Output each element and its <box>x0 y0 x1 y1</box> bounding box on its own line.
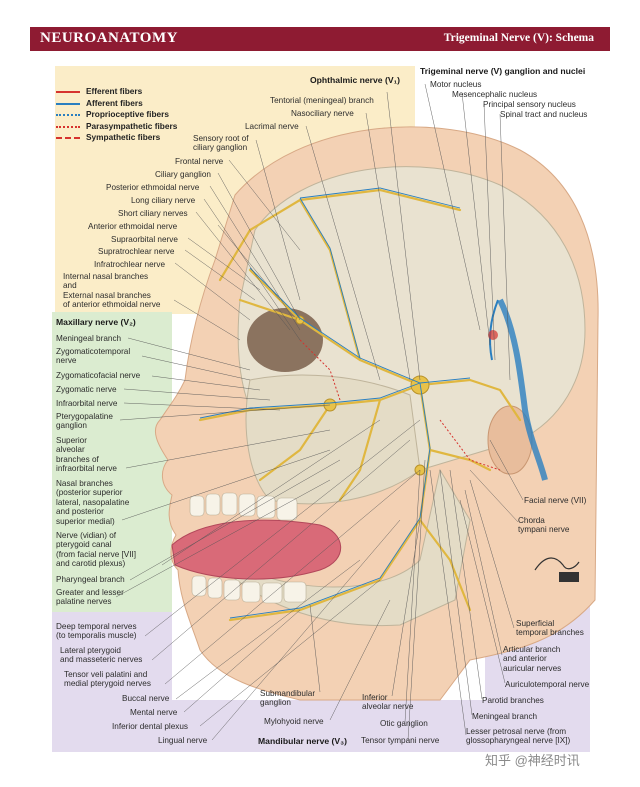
otic-ganglion-label: Otic ganglion <box>380 719 428 728</box>
mental-nerve-label: Mental nerve <box>130 708 178 717</box>
chorda-tympani-label: Chorda tympani nerve <box>518 516 570 535</box>
inferior-alveolar-label: Inferior alveolar nerve <box>362 693 414 712</box>
section-title: NEUROANATOMY <box>40 30 178 46</box>
afferent-fibers <box>199 187 471 619</box>
tentorial-branch-label: Tentorial (meningeal) branch <box>270 96 374 105</box>
leader-lines <box>115 83 524 741</box>
legend-swatch <box>56 91 80 93</box>
frontal-nerve-label: Frontal nerve <box>175 157 224 166</box>
inferior-dental-plexus-label: Inferior dental plexus <box>112 722 189 731</box>
meningeal-branch-v3-label: Meningeal branch <box>472 712 538 721</box>
superficial-temporal-label: Superficial temporal branches <box>516 619 584 638</box>
mylohyoid-nerve-label: Mylohyoid nerve <box>264 717 324 726</box>
header-bar: NEUROANATOMY Trigeminal Nerve (V): Schem… <box>30 27 610 51</box>
long-ciliary-label: Long ciliary nerve <box>131 196 196 205</box>
supraorbital-label: Supraorbital nerve <box>111 235 178 244</box>
articular-auricular-label: Articular branch and anterior auricular … <box>503 645 562 673</box>
superior-alveolar-label: Superior alveolar branches of infraorbit… <box>56 436 117 474</box>
legend-swatch <box>56 125 80 128</box>
upper-teeth <box>189 492 298 521</box>
short-ciliary-label: Short ciliary nerves <box>118 209 188 218</box>
lacrimal-nerve-label: Lacrimal nerve <box>245 122 299 131</box>
sensory-root-ciliary-label: Sensory root of ciliary ganglion <box>193 134 249 153</box>
motor-nucleus-label: Motor nucleus <box>430 80 482 89</box>
nasociliary-nerve-label: Nasociliary nerve <box>291 109 354 118</box>
auriculotemporal-label: Auriculotemporal nerve <box>505 680 590 689</box>
palatine-nerves-label: Greater and lesser palatine nerves <box>56 588 124 607</box>
spinal-tract-nucleus <box>497 298 548 481</box>
parotid-branches-label: Parotid branches <box>482 696 544 705</box>
ophthalmic-nerve-label: Ophthalmic nerve (V₁) <box>310 75 400 85</box>
nasal-branches-v2-label: Nasal branches (posterior superior later… <box>56 479 130 526</box>
deep-temporal-label: Deep temporal nerves (to temporalis musc… <box>56 622 137 641</box>
zygomaticofacial-label: Zygomaticofacial nerve <box>56 371 141 380</box>
legend-label: Sympathetic fibers <box>86 132 161 142</box>
legend-label: Parasympathetic fibers <box>86 120 178 131</box>
ganglion-nuclei-title: Trigeminal nerve (V) ganglion and nuclei <box>420 66 586 76</box>
mandibular-nerve-label: Mandibular nerve (V₃) <box>258 736 347 746</box>
supratrochlear-label: Supratrochlear nerve <box>98 247 175 256</box>
mesencephalic-nucleus <box>489 299 499 361</box>
infratrochlear-label: Infratrochlear nerve <box>94 260 165 269</box>
artist-signature <box>534 557 580 582</box>
legend-label: Afferent fibers <box>86 97 143 108</box>
legend-swatch <box>56 102 80 105</box>
legend-swatch <box>56 114 80 116</box>
pharyngeal-branch-label: Pharyngeal branch <box>56 575 125 584</box>
infraorbital-label: Infraorbital nerve <box>56 399 118 408</box>
figure-title: Trigeminal Nerve (V): Schema <box>443 32 594 44</box>
orbit <box>247 308 323 372</box>
legend-label: Efferent fibers <box>86 86 143 96</box>
anterior-ethmoidal-label: Anterior ethmoidal nerve <box>88 222 178 231</box>
tensor-veli-palatini-label: Tensor veli palatini and medial pterygoi… <box>64 670 151 689</box>
pterygoid-canal-nerve-label: Nerve (vidian) of pterygoid canal (from … <box>56 531 137 569</box>
principal-sensory-nucleus-label: Principal sensory nucleus <box>483 100 576 109</box>
lingual-nerve-label: Lingual nerve <box>158 736 208 745</box>
pterygopalatine-ganglion-label: Pterygopalatine ganglion <box>56 412 113 431</box>
nasal-branches-ethmoidal-label: Internal nasal branches and External nas… <box>63 272 161 310</box>
facial-nerve-label: Facial nerve (VII) <box>524 496 587 505</box>
zygomaticotemporal-label: Zygomaticotemporal nerve <box>56 347 131 366</box>
buccal-nerve-label: Buccal nerve <box>122 694 170 703</box>
zygomatic-nerve-label: Zygomatic nerve <box>56 385 117 394</box>
spinal-tract-nucleus-label: Spinal tract and nucleus <box>500 110 588 119</box>
lesser-petrosal-label: Lesser petrosal nerve (from glossopharyn… <box>466 727 571 746</box>
legend-label: Proprioceptive fibers <box>86 109 169 119</box>
tensor-tympani-label: Tensor tympani nerve <box>361 736 440 745</box>
meningeal-branch-v2-label: Meningeal branch <box>56 334 122 343</box>
ciliary-ganglion-label: Ciliary ganglion <box>155 170 211 179</box>
motor-nucleus <box>488 330 498 340</box>
mesencephalic-nucleus-label: Mesencephalic nucleus <box>452 90 538 99</box>
posterior-ethmoidal-label: Posterior ethmoidal nerve <box>106 183 200 192</box>
maxillary-nerve-label: Maxillary nerve (V₂) <box>56 317 136 327</box>
efferent-fibers <box>299 339 501 471</box>
submandibular-ganglion-label: Submandibular ganglion <box>260 689 316 708</box>
legend-swatch <box>56 137 80 139</box>
lateral-pterygoid-masseteric-label: Lateral pterygoid and masseteric nerves <box>60 646 143 665</box>
watermark-text: 知乎 @神经时讯 <box>485 753 580 768</box>
